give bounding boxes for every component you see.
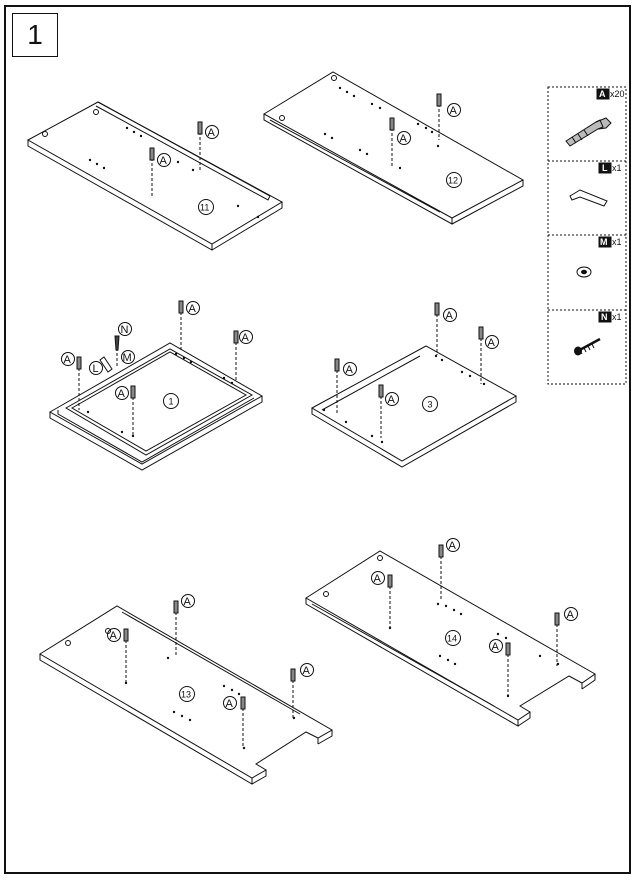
hardware-item-l: L x1	[569, 162, 622, 207]
panel-3-callout-a1: A	[446, 310, 454, 322]
panel-1-callout-a2: A	[242, 332, 250, 344]
panel-3-number: 3	[428, 400, 433, 410]
panel-1-callout-a1: A	[189, 303, 197, 315]
panel-14-callout-a4: A	[492, 641, 500, 653]
hardware-n-qty: x1	[612, 312, 622, 322]
panel-11-number: 11	[200, 203, 209, 213]
hardware-l-qty: x1	[612, 163, 622, 173]
panel-11: A A 11	[26, 101, 284, 251]
panel-1-callout-a4: A	[118, 388, 126, 400]
screw-icon	[574, 337, 601, 356]
panel-13-callout-a1: A	[184, 596, 192, 608]
panel-1-callout-n: N	[121, 324, 129, 336]
panel-3-callout-a4: A	[388, 394, 396, 406]
panel-3: A A A A 3	[310, 302, 518, 468]
panel-3-callout-a2: A	[488, 337, 496, 349]
panel-1-number: 1	[169, 397, 174, 407]
panel-13: A A A A 13	[39, 594, 334, 785]
panel-11-callout-a2: A	[160, 155, 168, 167]
panel-14-callout-a1: A	[449, 540, 457, 552]
panel-13-callout-a2: A	[110, 630, 118, 642]
panel-13-number: 13	[181, 690, 191, 700]
panel-14-callout-a2: A	[374, 573, 382, 585]
panel-1-callout-l: L	[93, 363, 99, 375]
cam-dowel-icon	[565, 117, 612, 147]
panel-11-callout-a1: A	[208, 127, 216, 139]
page-frame	[4, 5, 631, 874]
step-number: 1	[27, 19, 43, 50]
hardware-item-a: A x20	[565, 88, 625, 147]
panel-12: A A 12	[263, 71, 525, 225]
panel-12-number: 12	[448, 176, 458, 186]
panel-1-callout-m: M	[123, 352, 132, 364]
panel-3-callout-a3: A	[346, 364, 354, 376]
washer-icon	[576, 266, 592, 278]
panel-14-number: 14	[447, 634, 457, 644]
hardware-item-m: M x1	[576, 236, 622, 278]
panel-14: A A A A 14	[305, 538, 596, 727]
panel-13-callout-a3: A	[303, 665, 311, 677]
hardware-item-n: N x1	[574, 311, 622, 356]
step-number-box: 1	[12, 13, 58, 57]
hardware-m-letter: M	[600, 237, 608, 247]
hardware-legend: A x20 L x1	[547, 86, 627, 385]
panel-1-callout-a3: A	[64, 354, 72, 366]
hardware-m-qty: x1	[612, 237, 622, 247]
panel-1: A A A A N M L 1	[48, 300, 264, 471]
panel-13-callout-a4: A	[226, 698, 234, 710]
panel-12-callout-a1: A	[450, 105, 458, 117]
panel-14-callout-a3: A	[567, 609, 575, 621]
key-tool-icon	[569, 189, 608, 207]
panel-12-callout-a2: A	[400, 133, 408, 145]
hardware-l-letter: L	[602, 163, 608, 173]
hardware-a-qty: x20	[610, 89, 625, 99]
hardware-n-letter: N	[601, 312, 608, 322]
hardware-a-letter: A	[599, 89, 606, 99]
